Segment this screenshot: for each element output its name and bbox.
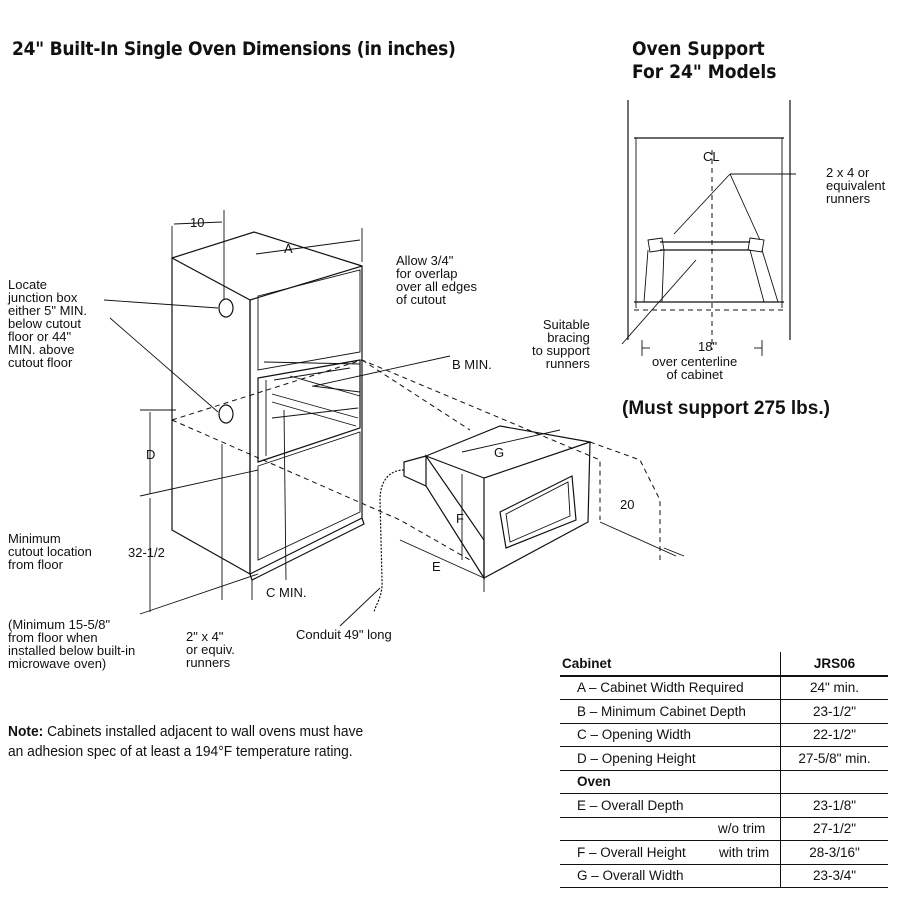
row-b-label: B – Minimum Cabinet Depth [560,699,781,724]
table-header-cabinet: Cabinet [560,652,781,677]
spec-table: Cabinet JRS06 A – Cabinet Width Required… [560,652,888,888]
row-e-label: E – Overall Depth [560,793,781,818]
f-label: F [456,511,464,526]
row-f-label: F – Overall Height [577,844,686,860]
c-min-label: C MIN. [266,585,307,600]
note-label: Note: [8,723,44,740]
must-support-label: (Must support 275 lbs.) [622,398,830,419]
table-row: E – Overall Depth 23-1/8" [560,793,888,818]
row-e-value: 23-1/8" [780,793,888,818]
row-b-value: 23-1/2" [780,699,888,724]
minimum-microwave-label: (Minimum 15-5/8" from floor when install… [8,617,136,671]
table-oven-row: Oven [560,770,888,794]
table-row: B – Minimum Cabinet Depth 23-1/2" [560,699,888,724]
table-row: D – Opening Height 27-5/8" min. [560,746,888,771]
table-row: w/o trim 27-1/2" [560,817,888,841]
allow-overlap-label: Allow 3/4" for overlap over all edges of… [396,253,477,307]
support-title-line2: For 24" Models [632,61,777,83]
bracing-label: Suitable bracing to support runners [532,317,590,371]
row-c-label: C – Opening Width [560,723,781,747]
height-32-label: 32-1/2 [128,545,165,560]
row-d-value: 27-5/8" min. [780,746,888,771]
note: Note: Cabinets installed adjacent to wal… [8,722,450,762]
cabinet-outline [171,231,365,581]
row-g-label: G – Overall Width [560,864,781,888]
row-a-label: A – Cabinet Width Required [560,675,781,700]
row-f-wo-trim-value: 27-1/2" [780,817,888,841]
e-label: E [432,559,441,574]
min-cutout-label: Minimum cutout location from floor [8,531,92,572]
oven-support-diagram [621,100,796,356]
page-title: 24" Built-In Single Oven Dimensions (in … [12,38,456,60]
table-header-row: Cabinet JRS06 [560,652,888,677]
width-10-label: 10 [190,215,205,230]
row-c-value: 22-1/2" [780,723,888,747]
g-label: G [494,445,505,460]
b-min-label: B MIN. [452,357,492,372]
row-f-with-trim-label: with trim [719,844,770,860]
note-text: Cabinets installed adjacent to wall oven… [8,723,364,760]
depth-20-label: 20 [620,497,635,512]
row-f-wo-trim-label: w/o trim [560,817,781,841]
table-row: G – Overall Width 23-3/4" [560,864,888,888]
table-row: A – Cabinet Width Required 24" min. [560,675,888,700]
a-label: A [284,241,293,256]
oven-outline [339,425,685,627]
table-row: C – Opening Width 22-1/2" [560,723,888,747]
d-label: D [146,447,156,462]
oven-header-value [780,770,888,794]
equiv-runners-label: 2 x 4 or equivalent runners [826,165,886,206]
table-row: F – Overall Height with trim 28-3/16" [560,840,888,865]
junction-box-label: Locate junction box either 5" MIN. below… [8,277,88,370]
eighteen-label: 18" [698,339,718,354]
row-f-with-trim-value: 28-3/16" [780,840,888,865]
row-f-label-cell: F – Overall Height with trim [560,840,781,865]
support-title-line1: Oven Support [632,38,765,60]
over-centerline-label: over centerline of cabinet [652,354,738,382]
centerline-label: CL [703,149,720,164]
row-g-value: 23-3/4" [780,864,888,888]
oven-header: Oven [560,770,781,794]
row-d-label: D – Opening Height [560,746,781,771]
row-a-value: 24" min. [780,675,888,700]
conduit-label: Conduit 49" long [296,627,392,642]
cabinet-dimensions [103,210,451,615]
runners-label: 2" x 4" or equiv. runners [186,629,235,670]
support-title: Oven Support For 24" Models [632,38,776,84]
table-header-model: JRS06 [780,652,888,677]
